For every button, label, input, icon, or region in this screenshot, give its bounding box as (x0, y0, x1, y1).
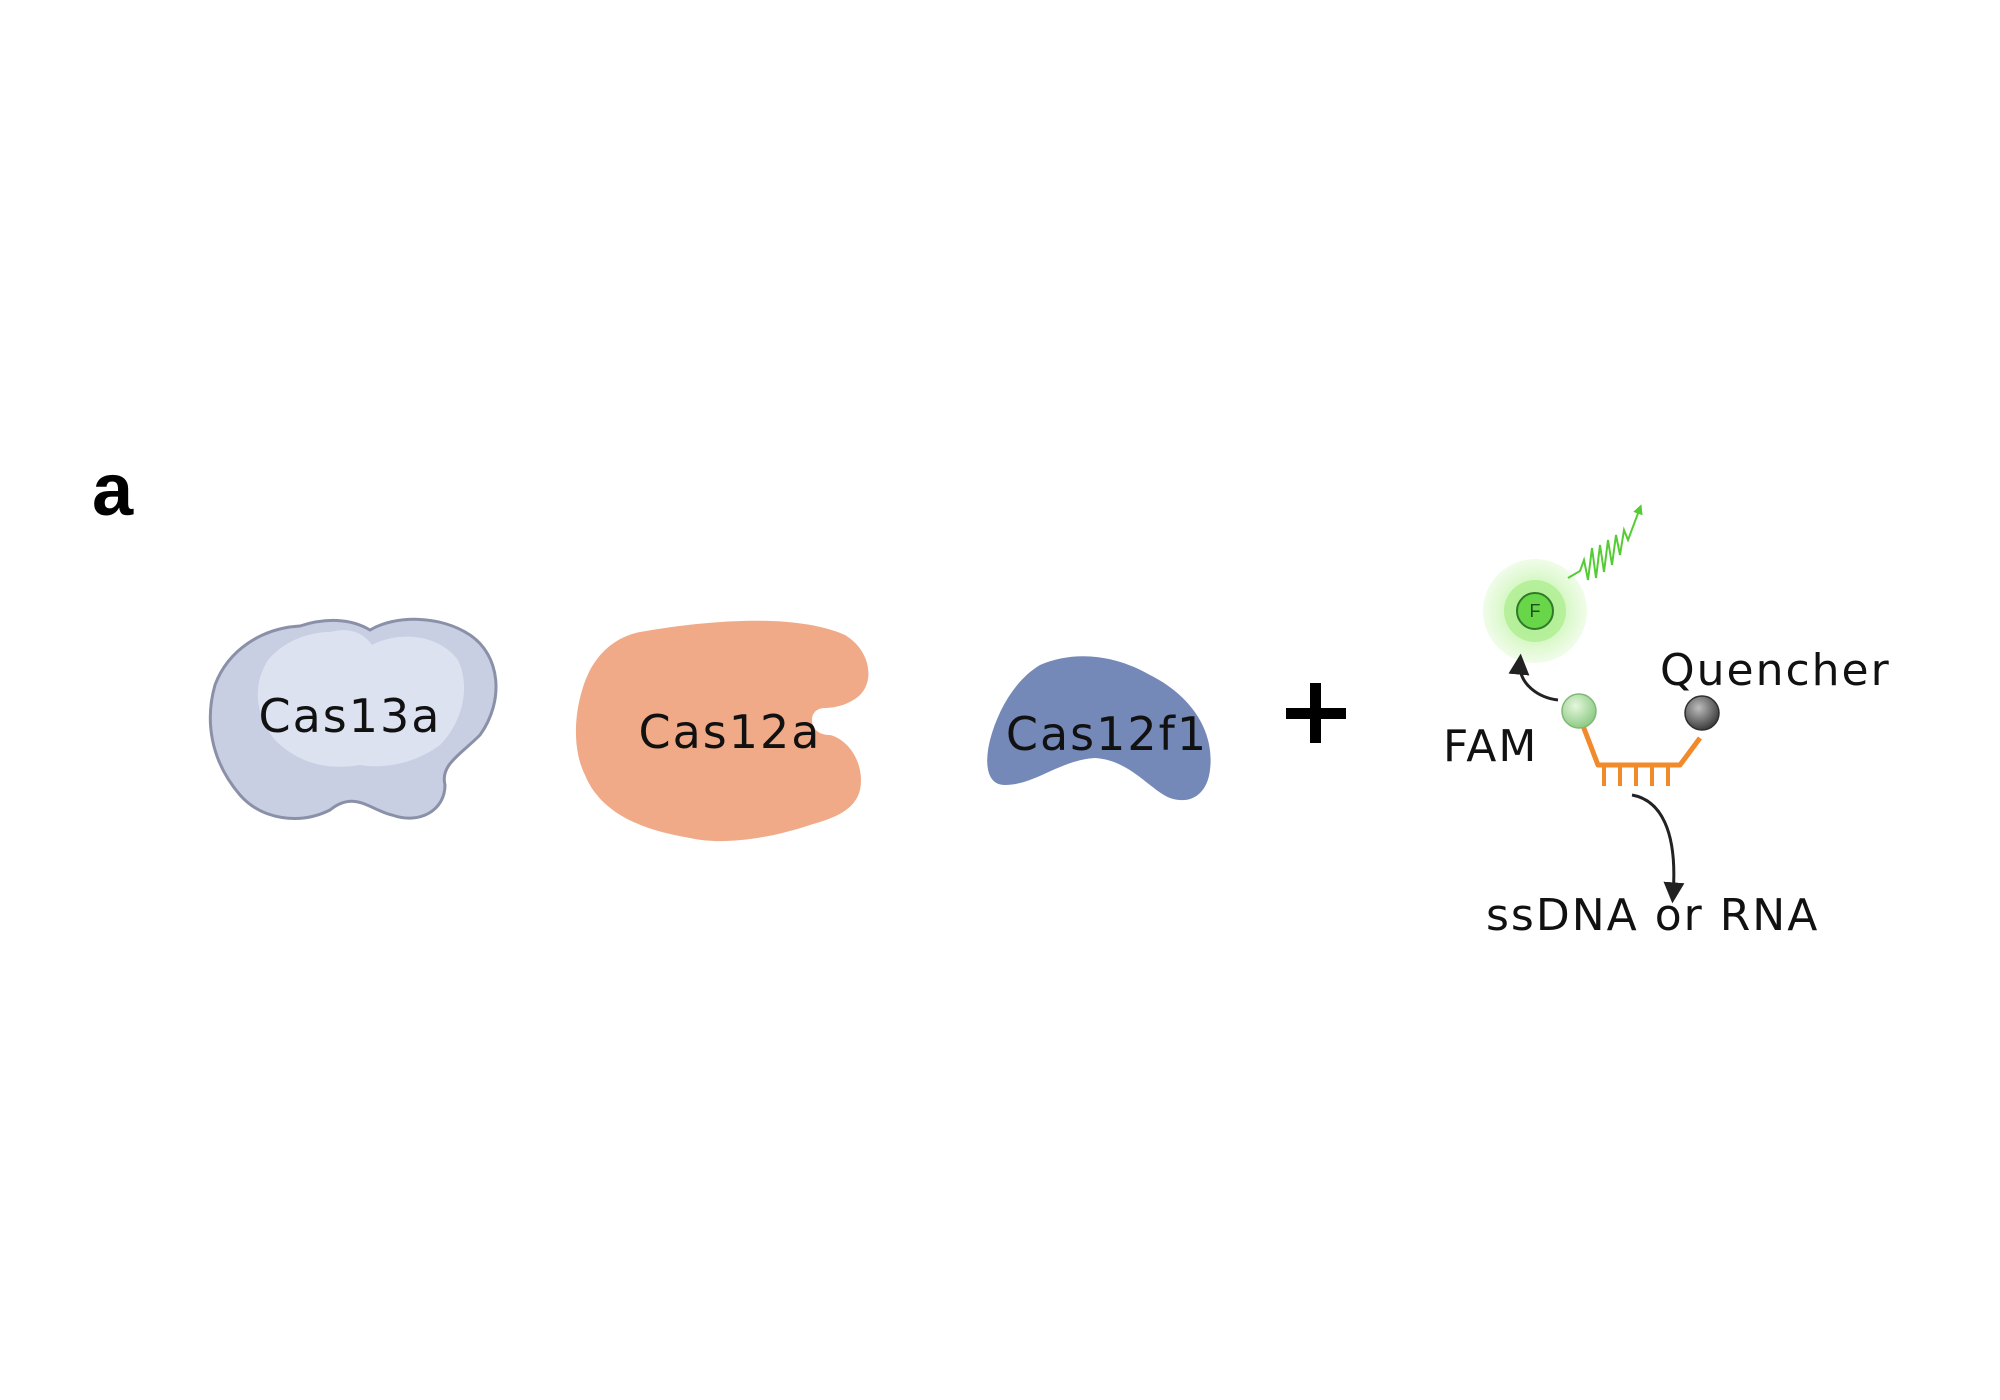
panel-letter: a (92, 448, 134, 531)
fluorescence-wave-icon (1567, 504, 1643, 581)
fluorophore-core (1516, 592, 1554, 630)
strand-backbone (1577, 717, 1703, 768)
reporter-strand-icon (1577, 717, 1703, 786)
cas12a-protein: Cas12a (575, 620, 869, 842)
cas12a-label: Cas12a (639, 705, 822, 759)
cleavage-arrow (1631, 793, 1685, 904)
cas12f1-label: Cas12f1 (1006, 707, 1208, 761)
cas13a-label: Cas13a (259, 689, 442, 743)
fluorophore-letter: F (1530, 601, 1541, 621)
cas12f1-protein: Cas12f1 (987, 656, 1211, 801)
quencher-label: Quencher (1660, 645, 1891, 696)
cas12f1-shape (987, 656, 1211, 801)
plus-vertical-bar (1310, 683, 1321, 743)
cas13a-protein: Cas13a (208, 617, 498, 820)
fluorescence-glow: F (1483, 559, 1587, 663)
quencher-bead-icon (1684, 695, 1720, 731)
cas13a-highlight (257, 630, 465, 767)
fam-bead-icon (1561, 693, 1597, 729)
fam-label: FAM (1443, 721, 1538, 772)
cas12a-shape (575, 620, 869, 842)
release-arrow (1508, 653, 1559, 702)
reporter-schematic: F FAM Quencher ssDNA or RNA (1443, 504, 1891, 941)
plus-operator (1286, 683, 1346, 743)
substrate-label: ssDNA or RNA (1486, 890, 1819, 941)
